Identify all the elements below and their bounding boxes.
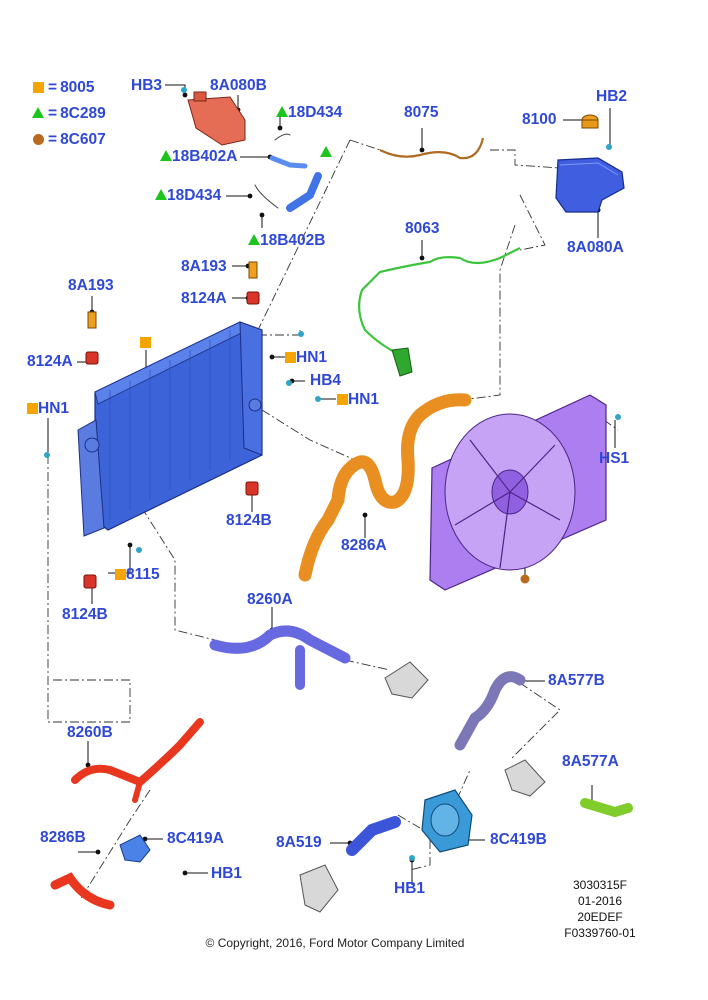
square-icon	[337, 394, 348, 405]
callout-hb3: HB3	[131, 77, 163, 94]
radiator-icon	[77, 321, 263, 537]
callout-hb1-right: HB1	[394, 880, 426, 897]
callout-8124a-mid: 8124A	[181, 290, 227, 307]
square-icon	[27, 403, 38, 414]
callout-8a577a: 8A577A	[562, 753, 619, 770]
expansion-tank-icon	[555, 157, 625, 213]
triangle-icon	[160, 150, 172, 161]
triangle-icon	[155, 189, 167, 200]
callout-8115: 8115	[115, 566, 160, 584]
legend-equals: =	[48, 131, 58, 148]
legend-item-triangle: =8C289	[32, 105, 106, 123]
callout-18b402b: 18B402B	[248, 232, 326, 250]
callout-18b402a: 18B402A	[160, 148, 238, 166]
thermostat-housing-icon	[299, 661, 546, 913]
triangle-icon	[32, 107, 44, 118]
callout-hn1-left: HN1	[27, 400, 69, 418]
pump-inlet-hose-icon	[346, 816, 401, 856]
callout-text: 18B402A	[172, 148, 238, 165]
callout-8a080b: 8A080B	[210, 77, 267, 94]
callout-hs1: HS1	[599, 450, 630, 467]
callout-8a080a: 8A080A	[567, 239, 624, 256]
square-icon	[140, 337, 151, 348]
callout-8286a: 8286A	[341, 537, 387, 554]
legend-code: 8C289	[60, 105, 106, 122]
callout-8260b: 8260B	[67, 724, 113, 741]
legend-equals: =	[48, 105, 58, 122]
reference-block: 3030315F 01-2016 20EDEF F0339760-01	[540, 877, 660, 941]
vent-hose-icon	[254, 133, 322, 212]
triangle-icon	[276, 106, 288, 117]
legend-item-square: =8005	[33, 79, 95, 97]
bypass-hose-icon	[454, 671, 526, 751]
callout-text: 18B402B	[260, 232, 326, 249]
overflow-hose-icon	[379, 137, 485, 160]
callout-18d434-top: 18D434	[276, 104, 342, 122]
callout-text: HN1	[296, 349, 328, 366]
bolt-icon	[44, 87, 621, 861]
reference-line: F0339760-01	[564, 926, 636, 940]
square-icon	[33, 82, 44, 93]
heater-hose-icon	[50, 718, 204, 910]
triangle-icon	[320, 146, 332, 157]
legend-equals: =	[48, 79, 58, 96]
callout-8a193-left: 8A193	[68, 277, 114, 294]
expansion-tank-icon	[187, 91, 246, 146]
callout-hb1-left: HB1	[211, 865, 243, 882]
triangle-icon	[248, 234, 260, 245]
callout-text: 18D434	[288, 104, 343, 121]
callout-hn1-mid: HN1	[285, 349, 327, 367]
callout-8100: 8100	[522, 111, 557, 128]
callout-8a577b: 8A577B	[548, 672, 605, 689]
callout-hb4: HB4	[310, 372, 342, 389]
callout-8a519: 8A519	[276, 834, 322, 851]
drain-plug-icon	[87, 261, 258, 329]
callout-8124a-left: 8124A	[27, 353, 73, 370]
callout-text: 18D434	[167, 187, 222, 204]
legend-item-circle: =8C607	[33, 131, 106, 149]
reference-line: 3030315F	[572, 878, 628, 892]
callout-text: 8115	[126, 566, 160, 583]
reference-line: 20EDEF	[577, 910, 623, 924]
legend-code: 8005	[60, 79, 95, 96]
callout-8c419b: 8C419B	[490, 831, 547, 848]
square-icon	[285, 352, 296, 363]
callout-8124b-mid: 8124B	[226, 512, 272, 529]
assembly-guide-lines	[47, 139, 619, 901]
callout-8a193-mid: 8A193	[181, 258, 227, 275]
heater-hose-icon	[580, 798, 633, 818]
hose-clamp-icon	[83, 291, 260, 589]
callout-8260a: 8260A	[247, 591, 293, 608]
reference-line: 01-2016	[577, 894, 623, 908]
callout-8c419a: 8C419A	[167, 830, 224, 847]
callout-hn1-right: HN1	[337, 391, 379, 409]
water-pump-icon	[421, 789, 473, 853]
cooling-fan-shroud-icon	[429, 394, 607, 591]
legend-code: 8C607	[60, 131, 106, 148]
callout-8075: 8075	[404, 104, 439, 121]
callout-8124b-left: 8124B	[62, 606, 108, 623]
coolant-hose-icon	[358, 247, 521, 377]
callout-text: HN1	[38, 400, 70, 417]
callout-8063: 8063	[405, 220, 440, 237]
callout-8286b: 8286B	[40, 829, 86, 846]
callout-text: HN1	[348, 391, 380, 408]
copyright-notice: © Copyright, 2016, Ford Motor Company Li…	[205, 936, 465, 950]
circle-icon	[33, 134, 44, 145]
reservoir-cap-icon	[581, 114, 599, 129]
coolant-connector-icon	[119, 834, 151, 863]
square-icon	[115, 569, 126, 580]
callout-hb2: HB2	[596, 88, 628, 105]
upper-radiator-hose-icon	[298, 393, 472, 582]
lower-radiator-hose-icon	[209, 625, 351, 690]
callout-18d434-mid: 18D434	[155, 187, 221, 205]
